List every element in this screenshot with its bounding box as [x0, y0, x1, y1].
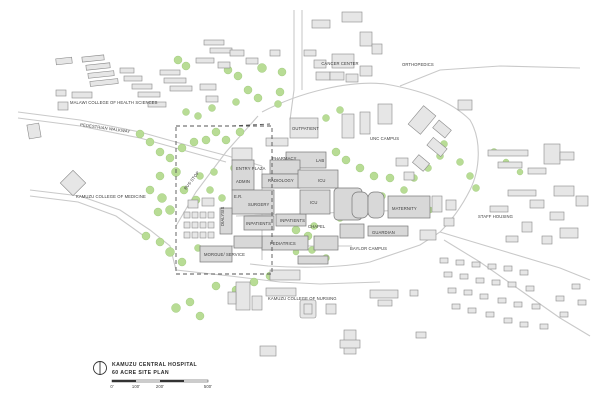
label-kamuzu-medicine: KAMUZU COLLEGE OF MEDICINE: [76, 194, 146, 199]
label-lab: LAB: [316, 158, 324, 163]
site-boundary: [175, 125, 273, 275]
title-block: KAMUZU CENTRAL HOSPITAL 60 ACRE SITE PLA…: [93, 361, 212, 389]
label-er: E.R.: [234, 194, 243, 199]
staff-housing-blocks: [439, 257, 587, 330]
label-inpatients-1: INPATIENTS: [246, 221, 271, 226]
scale-tick-100: 100': [132, 384, 140, 389]
label-bus-stop: BUS STOP: [183, 170, 200, 190]
label-guardian: GUARDIAN: [372, 230, 395, 235]
buildings: [26, 11, 589, 357]
label-icu: ICU: [310, 200, 318, 205]
label-pediatrics: PEDIATRICS: [270, 241, 296, 246]
scale-tick-200: 200': [156, 384, 164, 389]
label-surgery: SURGERY: [248, 202, 269, 207]
label-staff-housing: STAFF HOUSING: [478, 214, 513, 219]
label-morgue: MORGUE/ SERVICE: [204, 252, 245, 257]
scale-tick-0: 0': [110, 384, 113, 389]
label-kamuzu-nursing: KAMUZU COLLEGE OF NURSING: [268, 296, 337, 301]
label-orthopedics: ORTHOPEDICS: [402, 62, 434, 67]
label-maternity: MATERNITY: [392, 206, 417, 211]
map-title-line2: 60 ACRE SITE PLAN: [112, 370, 169, 376]
scale-bar: 0' 100' 200' 500': [110, 379, 212, 389]
label-chapel: CHAPEL: [308, 224, 326, 229]
scale-tick-500: 500': [204, 384, 212, 389]
label-entry-plaza: ENTRY PLAZA: [236, 166, 266, 171]
label-icu-upper: ICU: [318, 178, 326, 183]
label-pedestrian-walkway: PEDESTRIAN WALKWAY: [80, 122, 131, 134]
label-outpatient: OUTPATIENT: [292, 126, 319, 131]
label-malawi-college: MALAWI COLLEGE OF HEALTH SCIENCES: [70, 100, 158, 105]
label-dialysis: DIALYSIS: [220, 207, 225, 226]
label-inpatients-2: INPATIENTS: [280, 218, 305, 223]
label-unc-campus: UNC CAMPUS: [370, 136, 399, 141]
map-labels: ORTHOPEDICS CANCER CENTER MALAWI COLLEGE…: [70, 61, 513, 301]
label-admin: ADMIN: [236, 179, 250, 184]
label-pharmacy: PHARMACY: [272, 156, 297, 161]
label-cancer-center: CANCER CENTER: [321, 61, 358, 66]
ring-road: [249, 82, 479, 268]
label-radiology: RADIOLOGY: [268, 178, 294, 183]
label-baylor-campus: BAYLOR CAMPUS: [350, 246, 387, 251]
map-title-line1: KAMUZU CENTRAL HOSPITAL: [112, 362, 198, 368]
